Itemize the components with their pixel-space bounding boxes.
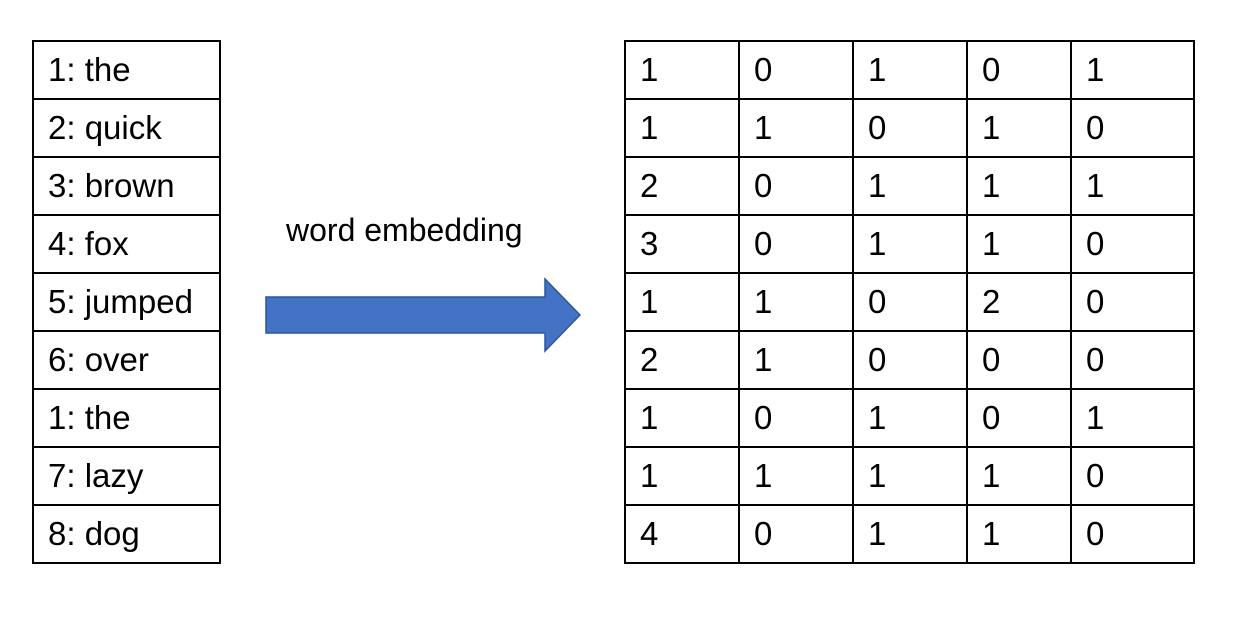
embedding-cell: 0 xyxy=(1070,330,1195,390)
embedding-cell: 1 xyxy=(624,40,740,100)
embedding-cell: 1 xyxy=(852,446,968,506)
vocabulary-row: 3: brown xyxy=(32,156,221,216)
embedding-cell: 4 xyxy=(624,504,740,564)
vocabulary-cell: 3: brown xyxy=(32,156,221,216)
embedding-cell: 0 xyxy=(1070,446,1195,506)
embedding-cell: 1 xyxy=(624,388,740,448)
right-arrow-icon xyxy=(265,277,582,353)
embedding-cell: 0 xyxy=(966,330,1072,390)
embedding-cell: 0 xyxy=(852,272,968,332)
arrow-label: word embedding xyxy=(286,212,523,248)
vocabulary-row: 5: jumped xyxy=(32,272,221,332)
vocabulary-cell: 1: the xyxy=(32,388,221,448)
embedding-cell: 0 xyxy=(738,388,854,448)
embedding-cell: 0 xyxy=(1070,214,1195,274)
embedding-cell: 1 xyxy=(624,272,740,332)
embedding-cell: 1 xyxy=(738,98,854,158)
embedding-cell: 1 xyxy=(624,446,740,506)
embedding-cell: 1 xyxy=(852,156,968,216)
embedding-cell: 2 xyxy=(624,156,740,216)
embedding-cell: 0 xyxy=(852,98,968,158)
arrow-shape xyxy=(265,277,582,353)
embedding-cell: 1 xyxy=(966,156,1072,216)
vocabulary-row: 4: fox xyxy=(32,214,221,274)
embedding-cell: 0 xyxy=(738,214,854,274)
embedding-cell: 1 xyxy=(738,446,854,506)
vocabulary-row: 1: the xyxy=(32,388,221,448)
vocabulary-cell: 1: the xyxy=(32,40,221,100)
vocabulary-row: 6: over xyxy=(32,330,221,390)
vocabulary-row: 1: the xyxy=(32,40,221,100)
embedding-cell: 2 xyxy=(624,330,740,390)
embedding-cell: 0 xyxy=(966,388,1072,448)
embedding-cell: 1 xyxy=(852,388,968,448)
embedding-cell: 0 xyxy=(738,156,854,216)
embedding-cell: 3 xyxy=(624,214,740,274)
embedding-cell: 1 xyxy=(1070,40,1195,100)
embedding-cell: 1 xyxy=(966,98,1072,158)
embedding-cell: 0 xyxy=(1070,98,1195,158)
embedding-cell: 1 xyxy=(966,504,1072,564)
vocabulary-cell: 8: dog xyxy=(32,504,221,564)
vocabulary-cell: 4: fox xyxy=(32,214,221,274)
vocabulary-row: 7: lazy xyxy=(32,446,221,506)
embedding-cell: 1 xyxy=(852,504,968,564)
embedding-cell: 0 xyxy=(852,330,968,390)
vocabulary-cell: 2: quick xyxy=(32,98,221,158)
embedding-cell: 0 xyxy=(1070,272,1195,332)
embedding-cell: 1 xyxy=(738,330,854,390)
embedding-cell: 1 xyxy=(852,40,968,100)
vocabulary-cell: 6: over xyxy=(32,330,221,390)
embedding-cell: 2 xyxy=(966,272,1072,332)
embedding-cell: 1 xyxy=(966,446,1072,506)
embedding-cell: 0 xyxy=(738,504,854,564)
embedding-cell: 1 xyxy=(738,272,854,332)
embedding-cell: 0 xyxy=(1070,504,1195,564)
embedding-cell: 0 xyxy=(966,40,1072,100)
embedding-cell: 1 xyxy=(1070,156,1195,216)
embedding-cell: 1 xyxy=(852,214,968,274)
embedding-cell: 1 xyxy=(966,214,1072,274)
vocabulary-row: 8: dog xyxy=(32,504,221,564)
embedding-cell: 1 xyxy=(1070,388,1195,448)
vocabulary-cell: 7: lazy xyxy=(32,446,221,506)
vocabulary-cell: 5: jumped xyxy=(32,272,221,332)
vocabulary-row: 2: quick xyxy=(32,98,221,158)
embedding-cell: 0 xyxy=(738,40,854,100)
embedding-cell: 1 xyxy=(624,98,740,158)
